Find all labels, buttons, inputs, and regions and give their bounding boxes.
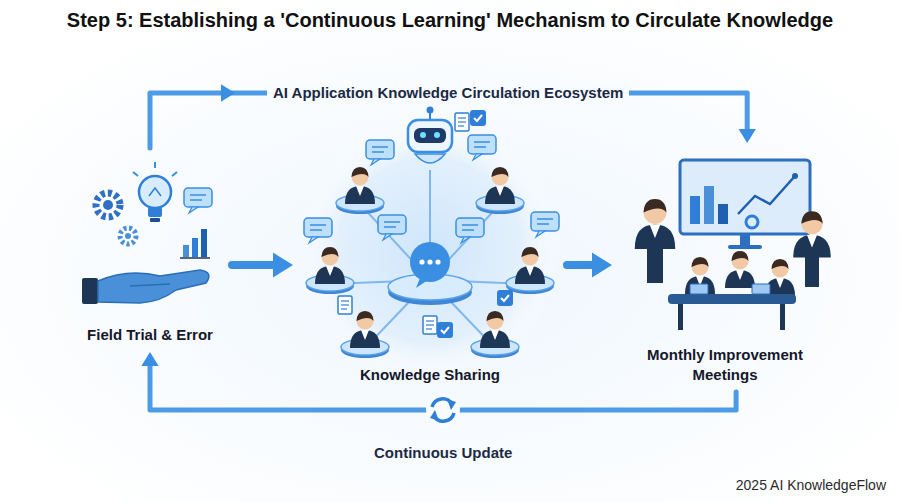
illustrated-step: Knowledge Sharing <box>295 110 565 390</box>
step-label: Field Trial & Error <box>83 325 217 345</box>
step-label: Monthly Improvement Meetings <box>614 345 836 384</box>
arrow-head <box>273 253 293 278</box>
step-label: Knowledge Sharing <box>356 365 504 385</box>
connector-label: Continuous Update <box>368 443 518 463</box>
connector-label: AI Application Knowledge Circulation Eco… <box>267 83 629 103</box>
watermark: 2025 AI KnowledgeFlow <box>736 477 886 493</box>
arrow-head <box>592 253 612 278</box>
sharing-illustration <box>298 107 562 383</box>
connector-line <box>567 261 596 269</box>
arrow-head <box>141 352 158 366</box>
flow-connector <box>141 352 736 410</box>
connector-line <box>232 261 277 269</box>
illustrated-step: Monthly Improvement Meetings <box>614 145 836 390</box>
field-illustration <box>82 162 212 304</box>
cycle-icon <box>426 393 460 427</box>
arrow-head <box>221 84 235 101</box>
flow-connector <box>232 253 293 278</box>
diagram-title: Step 5: Establishing a 'Continuous Learn… <box>67 9 833 32</box>
illustrated-step: Field Trial & Error <box>70 150 230 350</box>
meeting-illustration <box>635 160 831 330</box>
arrow-head <box>739 129 756 143</box>
title-bar: Step 5: Establishing a 'Continuous Learn… <box>0 9 900 32</box>
flow-connector <box>567 253 612 278</box>
